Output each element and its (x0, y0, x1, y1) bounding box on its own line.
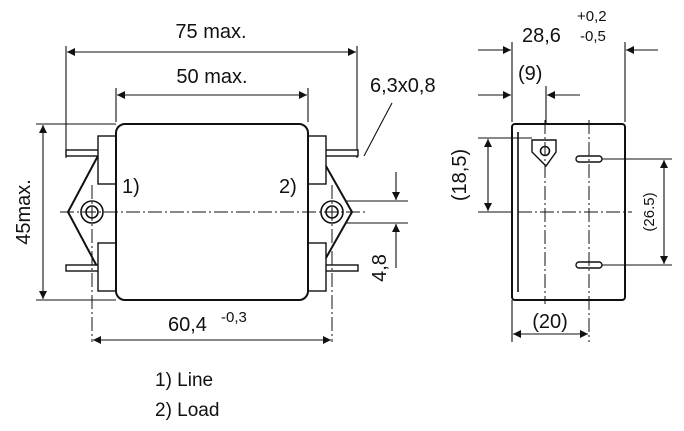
dim-tab-height: (18,5) (449, 137, 532, 213)
mounting-spacing-tolerance: -0,3 (221, 309, 247, 326)
terminal-block-bottom-right (307, 242, 327, 292)
terminal-label-load: 2) (279, 176, 297, 198)
dim-hole-size: 4,8 (345, 172, 408, 282)
mounting-spacing-label: 60,4 (168, 314, 207, 336)
legend: 1) Line 2) Load (155, 370, 219, 421)
dim-tab-size: 6,3x0,8 (363, 75, 436, 157)
hole-size-label: 4,8 (369, 254, 391, 282)
dim-overall-length: 75 max. (65, 21, 358, 158)
legend-item-load: 2) Load (155, 400, 219, 421)
tab-size-label: 6,3x0,8 (370, 75, 436, 97)
base-width-label: (20) (532, 311, 568, 333)
front-view: 75 max. 50 max. 45max. (13, 21, 436, 344)
terminal-block-top-left (97, 135, 117, 185)
dim-body-length: 50 max. (115, 66, 309, 122)
dim-height: 45max. (13, 123, 116, 301)
width-label: 28,6 (522, 25, 561, 47)
dim-base-width: (20) (511, 300, 588, 342)
dim-tab-offset: (9) (478, 63, 580, 150)
dim-mounting-spacing: 60,4 -0,3 (93, 309, 331, 344)
dim-pin-spacing: (26.5) (602, 158, 672, 266)
dim-width: 28,6 +0,2 -0,5 (478, 8, 658, 122)
terminal-block-top-right (307, 135, 327, 185)
overall-length-label: 75 max. (175, 21, 246, 43)
legend-item-line: 1) Line (155, 370, 213, 391)
tab-height-label: (18,5) (449, 149, 471, 201)
width-tolerance-minus: -0,5 (580, 28, 606, 45)
side-view: 28,6 +0,2 -0,5 (9) (449, 8, 672, 342)
terminal-label-line: 1) (122, 176, 140, 198)
tab-offset-label: (9) (518, 63, 542, 85)
pin-spacing-label: (26.5) (641, 192, 658, 231)
body-length-label: 50 max. (176, 66, 247, 88)
width-tolerance-plus: +0,2 (577, 8, 607, 25)
terminal-block-bottom-left (97, 242, 117, 292)
height-label: 45max. (13, 179, 35, 245)
